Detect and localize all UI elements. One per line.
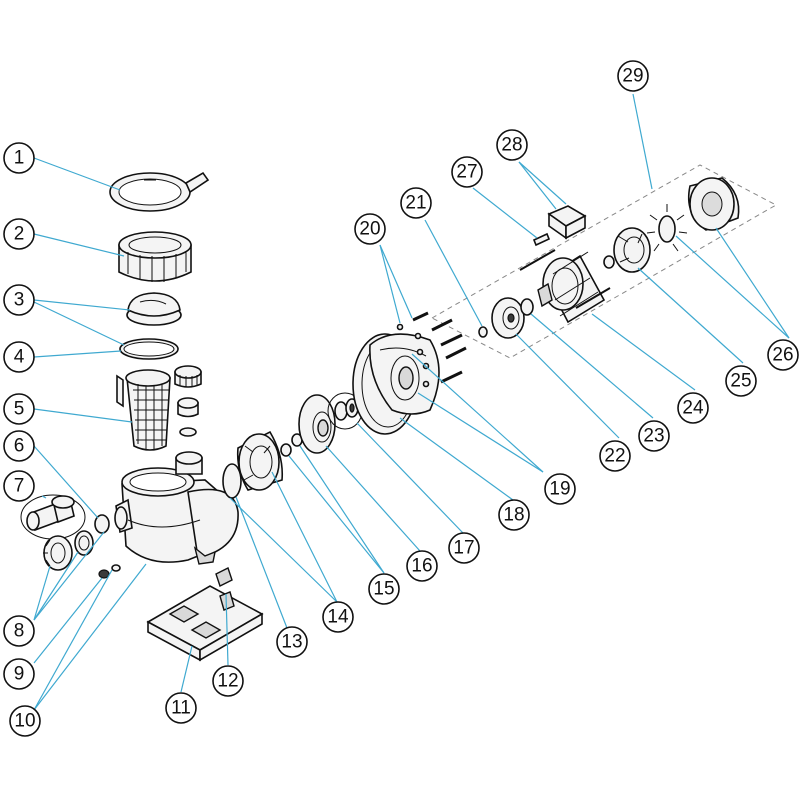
callout-21: 21 bbox=[400, 187, 432, 219]
part-strainer-basket bbox=[116, 369, 171, 451]
svg-text:19: 19 bbox=[549, 479, 570, 500]
callout-19: 19 bbox=[544, 473, 576, 505]
part-motor-front-flange bbox=[491, 297, 525, 339]
part-base-clip bbox=[215, 567, 235, 611]
part-housing-screws bbox=[396, 311, 467, 388]
svg-text:18: 18 bbox=[503, 505, 524, 526]
svg-text:16: 16 bbox=[411, 556, 432, 577]
svg-text:6: 6 bbox=[14, 436, 25, 457]
svg-text:3: 3 bbox=[14, 290, 25, 311]
part-motor-stator bbox=[519, 249, 611, 324]
callouts: 1 2 3 4 5 6 7 8 9 10 11 12 13 14 15 16 1… bbox=[3, 60, 799, 737]
part-diffuser bbox=[236, 430, 284, 491]
part-oring-small bbox=[94, 514, 110, 534]
svg-text:20: 20 bbox=[359, 219, 380, 240]
svg-text:28: 28 bbox=[501, 135, 522, 156]
callout-4: 4 bbox=[3, 341, 35, 373]
callout-16: 16 bbox=[406, 550, 438, 582]
svg-text:23: 23 bbox=[643, 426, 664, 447]
callout-18: 18 bbox=[498, 499, 530, 531]
svg-text:22: 22 bbox=[604, 446, 625, 467]
svg-text:7: 7 bbox=[14, 476, 25, 497]
part-pin bbox=[532, 232, 551, 247]
svg-text:1: 1 bbox=[14, 148, 25, 169]
svg-text:27: 27 bbox=[456, 162, 477, 183]
svg-text:9: 9 bbox=[14, 664, 25, 685]
svg-text:15: 15 bbox=[373, 579, 394, 600]
svg-text:25: 25 bbox=[730, 371, 751, 392]
part-washers bbox=[280, 433, 303, 457]
callout-7: 7 bbox=[3, 470, 35, 502]
part-elbow-fitting bbox=[20, 494, 86, 540]
part-drain-plug bbox=[98, 569, 110, 579]
callout-29: 29 bbox=[617, 60, 649, 92]
callout-15: 15 bbox=[368, 573, 400, 605]
callout-2: 2 bbox=[3, 218, 35, 250]
callout-17: 17 bbox=[448, 532, 480, 564]
part-fan bbox=[646, 204, 688, 252]
svg-text:2: 2 bbox=[14, 224, 25, 245]
part-motor-oring bbox=[478, 326, 488, 338]
svg-text:14: 14 bbox=[327, 607, 349, 628]
part-bearing bbox=[520, 298, 534, 316]
svg-text:17: 17 bbox=[453, 538, 474, 559]
part-motor-rear-flange bbox=[603, 227, 651, 273]
svg-text:21: 21 bbox=[405, 193, 426, 214]
callout-14: 14 bbox=[322, 601, 354, 633]
callout-13: 13 bbox=[276, 626, 308, 658]
callout-22: 22 bbox=[599, 440, 631, 472]
part-ring-nut bbox=[118, 231, 192, 282]
callout-20: 20 bbox=[354, 213, 386, 245]
svg-text:29: 29 bbox=[622, 66, 643, 87]
svg-text:5: 5 bbox=[14, 399, 25, 420]
part-gasket-small bbox=[111, 564, 121, 572]
svg-text:26: 26 bbox=[772, 345, 793, 366]
callout-24: 24 bbox=[677, 392, 709, 424]
motor-assembly-boundary bbox=[430, 164, 778, 359]
part-union-nuts bbox=[43, 530, 94, 571]
part-impeller bbox=[298, 394, 336, 454]
svg-text:24: 24 bbox=[682, 398, 704, 419]
part-pump-body bbox=[114, 451, 239, 565]
callout-25: 25 bbox=[725, 365, 757, 397]
svg-text:4: 4 bbox=[14, 347, 25, 368]
callout-27: 27 bbox=[451, 156, 483, 188]
callout-1: 1 bbox=[3, 142, 35, 174]
part-body-oring bbox=[222, 463, 242, 499]
callout-28: 28 bbox=[496, 129, 528, 161]
svg-text:12: 12 bbox=[217, 671, 238, 692]
svg-text:8: 8 bbox=[14, 621, 25, 642]
part-lid-ring bbox=[109, 171, 210, 212]
callout-3: 3 bbox=[3, 284, 35, 316]
callout-26: 26 bbox=[767, 339, 799, 371]
callout-23: 23 bbox=[638, 420, 670, 452]
callout-11: 11 bbox=[165, 692, 197, 724]
callout-5: 5 bbox=[3, 393, 35, 425]
callout-6: 6 bbox=[3, 430, 35, 462]
callout-12: 12 bbox=[212, 665, 244, 697]
part-lid-oring bbox=[119, 338, 179, 360]
callout-9: 9 bbox=[3, 658, 35, 690]
part-base bbox=[146, 585, 264, 662]
callout-8: 8 bbox=[3, 615, 35, 647]
svg-text:10: 10 bbox=[14, 711, 35, 732]
part-union-right bbox=[174, 365, 202, 437]
part-lid bbox=[126, 292, 182, 326]
callout-10: 10 bbox=[9, 705, 41, 737]
part-fan-cover bbox=[687, 177, 740, 231]
leader-lines bbox=[33, 93, 790, 711]
svg-text:13: 13 bbox=[281, 632, 302, 653]
svg-text:11: 11 bbox=[171, 698, 191, 719]
part-terminal-box bbox=[547, 205, 587, 240]
